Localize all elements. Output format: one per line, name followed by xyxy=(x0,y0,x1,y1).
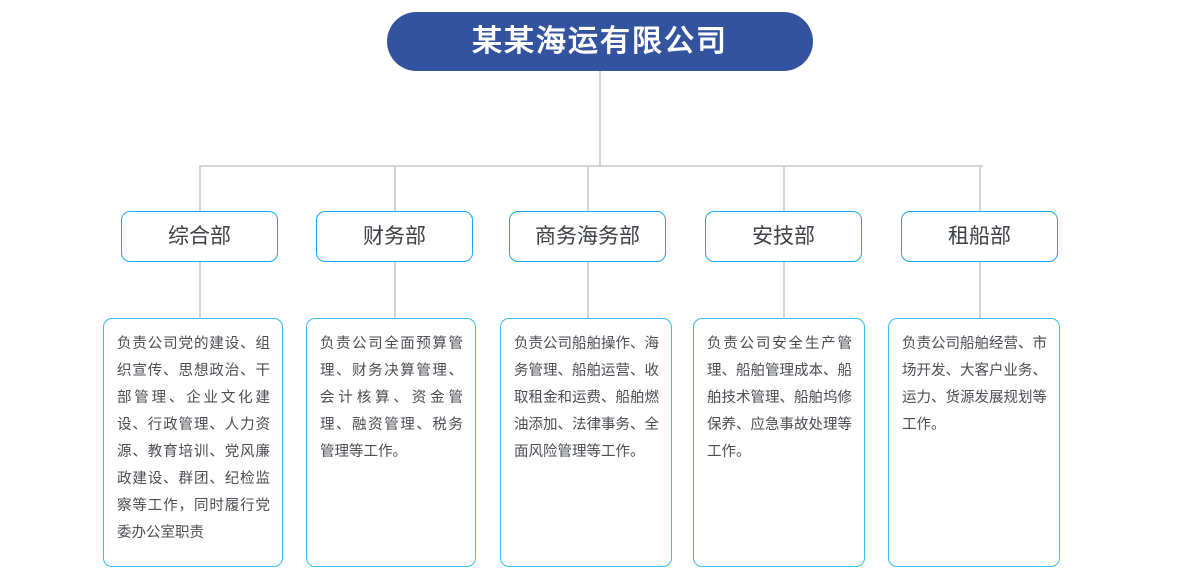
description-text: 负责公司安全生产管理、船舶管理成本、船舶技术管理、船舶坞修保养、应急事故处理等工… xyxy=(707,336,852,460)
department-node-zuchuanbu[interactable]: 租船部 xyxy=(901,211,1058,262)
department-node-caiwubu[interactable]: 财务部 xyxy=(316,211,473,262)
connector-bus-to-department-4 xyxy=(979,165,981,211)
description-card-anjibu: 负责公司安全生产管理、船舶管理成本、船舶技术管理、船舶坞修保养、应急事故处理等工… xyxy=(693,318,865,567)
description-text: 负责公司全面预算管理、财务决算管理、会计核算、资金管理、融资管理、税务管理等工作… xyxy=(320,336,463,460)
description-card-caiwubu: 负责公司全面预算管理、财务决算管理、会计核算、资金管理、融资管理、税务管理等工作… xyxy=(306,318,476,567)
department-label: 综合部 xyxy=(168,225,231,248)
description-card-shangwuhaiwubu: 负责公司船舶操作、海务管理、船舶运营、收取租金和运费、船舶燃油添加、法律事务、全… xyxy=(500,318,672,567)
connector-bus-to-department-1 xyxy=(394,165,396,211)
connector-department-to-description-0 xyxy=(199,262,201,318)
department-label: 安技部 xyxy=(752,225,815,248)
connector-department-to-description-2 xyxy=(587,262,589,318)
connector-bus-to-department-3 xyxy=(783,165,785,211)
connector-department-to-description-4 xyxy=(979,262,981,318)
department-label: 租船部 xyxy=(948,225,1011,248)
connector-department-to-description-3 xyxy=(783,262,785,318)
connector-bus-to-department-2 xyxy=(587,165,589,211)
root-company-label: 某某海运有限公司 xyxy=(472,24,728,58)
connector-department-to-description-1 xyxy=(394,262,396,318)
description-text: 负责公司船舶经营、市场开发、大客户业务、运力、货源发展规划等工作。 xyxy=(902,336,1047,433)
department-node-anjibu[interactable]: 安技部 xyxy=(705,211,862,262)
description-card-zuchuanbu: 负责公司船舶经营、市场开发、大客户业务、运力、货源发展规划等工作。 xyxy=(888,318,1060,567)
description-text: 负责公司船舶操作、海务管理、船舶运营、收取租金和运费、船舶燃油添加、法律事务、全… xyxy=(514,336,659,460)
department-label: 商务海务部 xyxy=(535,225,640,248)
department-node-zonghebu[interactable]: 综合部 xyxy=(121,211,278,262)
description-text: 负责公司党的建设、组织宣传、思想政治、干部管理、企业文化建设、行政管理、人力资源… xyxy=(117,336,270,541)
connector-root-vertical xyxy=(599,71,601,166)
connector-bus-to-department-0 xyxy=(199,165,201,211)
description-card-zonghebu: 负责公司党的建设、组织宣传、思想政治、干部管理、企业文化建设、行政管理、人力资源… xyxy=(103,318,283,567)
connector-horizontal-bus xyxy=(199,165,983,167)
root-company-node[interactable]: 某某海运有限公司 xyxy=(387,12,813,71)
department-label: 财务部 xyxy=(363,225,426,248)
department-node-shangwuhaiwubu[interactable]: 商务海务部 xyxy=(509,211,666,262)
